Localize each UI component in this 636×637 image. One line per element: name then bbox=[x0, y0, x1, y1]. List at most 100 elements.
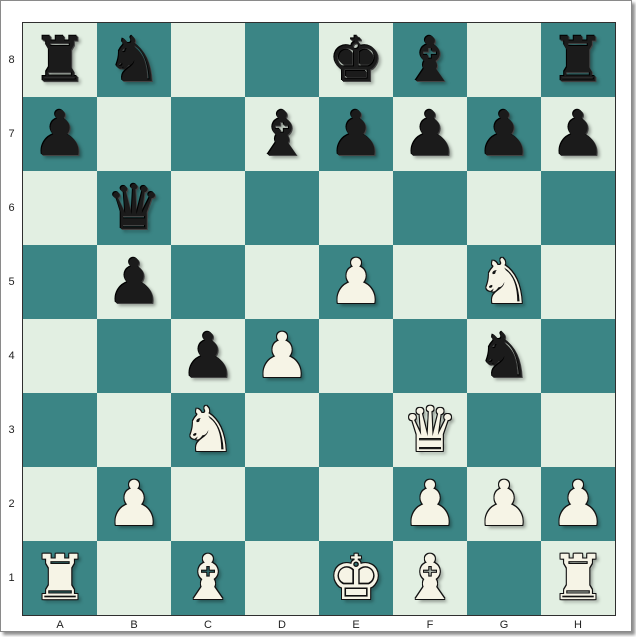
square-f2[interactable]: ♟ bbox=[393, 467, 467, 541]
square-a8[interactable]: ♜ bbox=[23, 23, 97, 97]
black-pawn-icon[interactable]: ♟ bbox=[106, 245, 162, 318]
square-h7[interactable]: ♟ bbox=[541, 97, 615, 171]
square-f8[interactable]: ♝ bbox=[393, 23, 467, 97]
square-f4[interactable] bbox=[393, 319, 467, 393]
black-pawn-icon[interactable]: ♟ bbox=[180, 319, 236, 392]
square-d3[interactable] bbox=[245, 393, 319, 467]
white-pawn-icon[interactable]: ♟ bbox=[254, 319, 310, 392]
white-rook-icon[interactable]: ♜ bbox=[550, 541, 606, 614]
square-f5[interactable] bbox=[393, 245, 467, 319]
square-f6[interactable] bbox=[393, 171, 467, 245]
square-c1[interactable]: ♝ bbox=[171, 541, 245, 615]
rank-label-4: 4 bbox=[8, 350, 15, 362]
black-queen-icon[interactable]: ♛ bbox=[106, 171, 162, 244]
square-f7[interactable]: ♟ bbox=[393, 97, 467, 171]
square-g8[interactable] bbox=[467, 23, 541, 97]
black-pawn-icon[interactable]: ♟ bbox=[32, 97, 88, 170]
square-h5[interactable] bbox=[541, 245, 615, 319]
square-d2[interactable] bbox=[245, 467, 319, 541]
white-pawn-icon[interactable]: ♟ bbox=[106, 467, 162, 540]
square-e2[interactable] bbox=[319, 467, 393, 541]
square-a2[interactable] bbox=[23, 467, 97, 541]
white-knight-icon[interactable]: ♞ bbox=[476, 245, 532, 318]
black-pawn-icon[interactable]: ♟ bbox=[550, 97, 606, 170]
black-bishop-icon[interactable]: ♝ bbox=[254, 97, 310, 170]
black-pawn-icon[interactable]: ♟ bbox=[402, 97, 458, 170]
black-bishop-icon[interactable]: ♝ bbox=[402, 23, 458, 96]
square-g1[interactable] bbox=[467, 541, 541, 615]
square-c7[interactable] bbox=[171, 97, 245, 171]
square-h8[interactable]: ♜ bbox=[541, 23, 615, 97]
square-d6[interactable] bbox=[245, 171, 319, 245]
square-a4[interactable] bbox=[23, 319, 97, 393]
white-bishop-icon[interactable]: ♝ bbox=[402, 541, 458, 614]
square-g2[interactable]: ♟ bbox=[467, 467, 541, 541]
square-a7[interactable]: ♟ bbox=[23, 97, 97, 171]
white-knight-icon[interactable]: ♞ bbox=[180, 393, 236, 466]
square-e8[interactable]: ♚ bbox=[319, 23, 393, 97]
square-h4[interactable] bbox=[541, 319, 615, 393]
square-h6[interactable] bbox=[541, 171, 615, 245]
square-d1[interactable] bbox=[245, 541, 319, 615]
square-e3[interactable] bbox=[319, 393, 393, 467]
white-pawn-icon[interactable]: ♟ bbox=[550, 467, 606, 540]
square-a1[interactable]: ♜ bbox=[23, 541, 97, 615]
black-rook-icon[interactable]: ♜ bbox=[32, 23, 88, 96]
black-king-icon[interactable]: ♚ bbox=[328, 23, 384, 96]
square-c2[interactable] bbox=[171, 467, 245, 541]
white-pawn-icon[interactable]: ♟ bbox=[328, 245, 384, 318]
black-pawn-icon[interactable]: ♟ bbox=[328, 97, 384, 170]
square-e5[interactable]: ♟ bbox=[319, 245, 393, 319]
square-b4[interactable] bbox=[97, 319, 171, 393]
square-c5[interactable] bbox=[171, 245, 245, 319]
square-d8[interactable] bbox=[245, 23, 319, 97]
square-d4[interactable]: ♟ bbox=[245, 319, 319, 393]
square-g3[interactable] bbox=[467, 393, 541, 467]
square-h3[interactable] bbox=[541, 393, 615, 467]
square-b5[interactable]: ♟ bbox=[97, 245, 171, 319]
square-b8[interactable]: ♞ bbox=[97, 23, 171, 97]
square-g6[interactable] bbox=[467, 171, 541, 245]
square-a6[interactable] bbox=[23, 171, 97, 245]
white-pawn-icon[interactable]: ♟ bbox=[402, 467, 458, 540]
square-e7[interactable]: ♟ bbox=[319, 97, 393, 171]
white-bishop-icon[interactable]: ♝ bbox=[180, 541, 236, 614]
square-g4[interactable]: ♞ bbox=[467, 319, 541, 393]
rank-label-1: 1 bbox=[8, 572, 15, 584]
square-a5[interactable] bbox=[23, 245, 97, 319]
black-knight-icon[interactable]: ♞ bbox=[476, 319, 532, 392]
square-a3[interactable] bbox=[23, 393, 97, 467]
square-g7[interactable]: ♟ bbox=[467, 97, 541, 171]
square-b2[interactable]: ♟ bbox=[97, 467, 171, 541]
square-f1[interactable]: ♝ bbox=[393, 541, 467, 615]
black-knight-icon[interactable]: ♞ bbox=[106, 23, 162, 96]
square-b1[interactable] bbox=[97, 541, 171, 615]
square-h2[interactable]: ♟ bbox=[541, 467, 615, 541]
white-queen-icon[interactable]: ♛ bbox=[402, 393, 458, 466]
black-rook-icon[interactable]: ♜ bbox=[550, 23, 606, 96]
file-label-a: A bbox=[56, 619, 64, 631]
rank-label-6: 6 bbox=[8, 202, 15, 214]
file-label-e: E bbox=[352, 619, 360, 631]
square-g5[interactable]: ♞ bbox=[467, 245, 541, 319]
square-d5[interactable] bbox=[245, 245, 319, 319]
square-c3[interactable]: ♞ bbox=[171, 393, 245, 467]
square-c4[interactable]: ♟ bbox=[171, 319, 245, 393]
square-c8[interactable] bbox=[171, 23, 245, 97]
square-d7[interactable]: ♝ bbox=[245, 97, 319, 171]
square-e6[interactable] bbox=[319, 171, 393, 245]
white-pawn-icon[interactable]: ♟ bbox=[476, 467, 532, 540]
square-f3[interactable]: ♛ bbox=[393, 393, 467, 467]
black-pawn-icon[interactable]: ♟ bbox=[476, 97, 532, 170]
square-b6[interactable]: ♛ bbox=[97, 171, 171, 245]
rank-label-8: 8 bbox=[8, 54, 15, 66]
square-b3[interactable] bbox=[97, 393, 171, 467]
square-e1[interactable]: ♚ bbox=[319, 541, 393, 615]
white-rook-icon[interactable]: ♜ bbox=[32, 541, 88, 614]
square-b7[interactable] bbox=[97, 97, 171, 171]
square-e4[interactable] bbox=[319, 319, 393, 393]
square-h1[interactable]: ♜ bbox=[541, 541, 615, 615]
square-c6[interactable] bbox=[171, 171, 245, 245]
white-king-icon[interactable]: ♚ bbox=[328, 541, 384, 614]
